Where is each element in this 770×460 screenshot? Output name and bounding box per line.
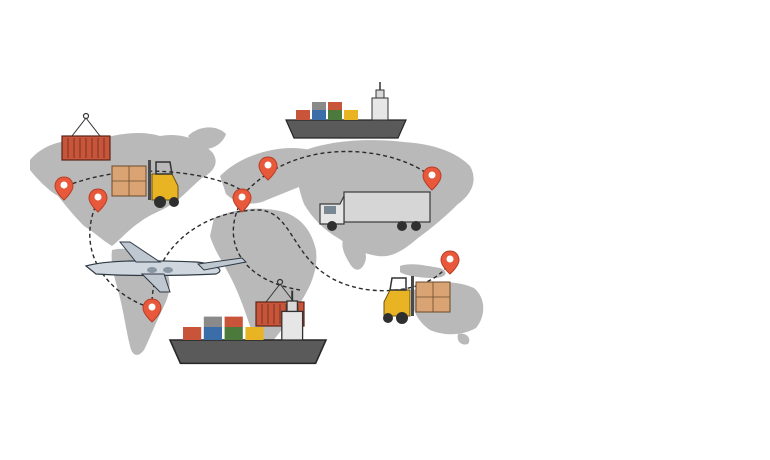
truck-icon [319, 191, 431, 231]
cargo-container-icon [61, 112, 111, 161]
airplane-icon [84, 241, 248, 293]
continent-greenland [188, 127, 226, 150]
continent-new-zealand [457, 333, 470, 345]
location-pin-icon [232, 188, 252, 213]
ship-icon [285, 81, 407, 139]
continent-india [342, 235, 366, 270]
continent-indonesia [400, 264, 446, 278]
route-europe-south [232, 199, 301, 291]
route-africa-loop [151, 209, 451, 309]
